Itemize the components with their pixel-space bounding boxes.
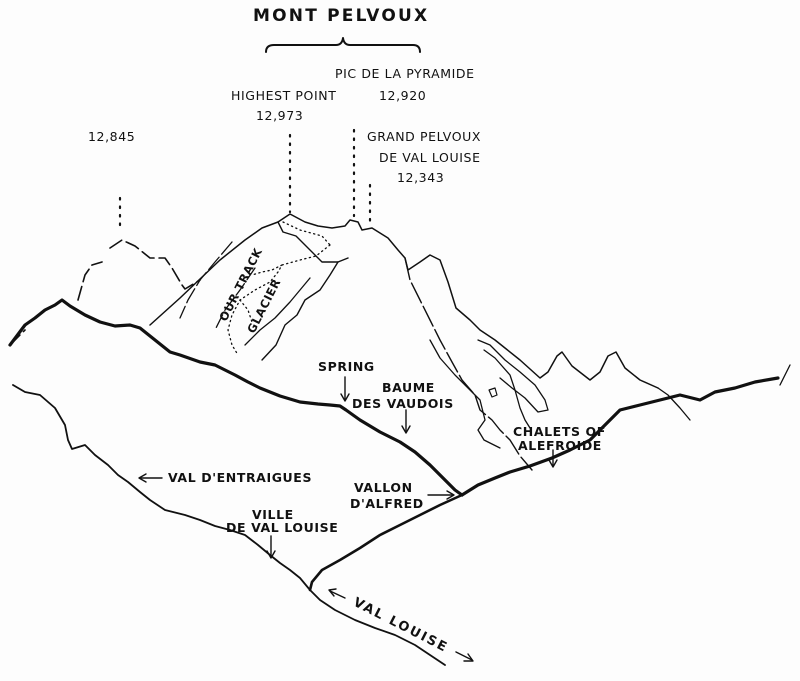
summit-ridge bbox=[149, 213, 659, 389]
east-ridge-far bbox=[657, 387, 691, 421]
vallon-label-line2: D'ALFRED bbox=[350, 496, 424, 511]
label-arrows bbox=[138, 376, 558, 662]
vallon-label-line1: VALLON bbox=[354, 480, 413, 495]
rock-rib-left bbox=[179, 241, 233, 319]
val-entraigues-label: VAL D'ENTRAIGUES bbox=[168, 470, 313, 485]
title-brace bbox=[265, 37, 421, 53]
elevation-west-peak: 12,845 bbox=[88, 129, 136, 144]
foreground-ridge bbox=[8, 298, 464, 497]
glacier-edge-lower bbox=[261, 261, 339, 361]
elevation-grand-pelvoux: 12,343 bbox=[397, 170, 445, 185]
chalets-label-line2: ALEFROIDE bbox=[518, 438, 602, 453]
spring-label: SPRING bbox=[318, 359, 375, 374]
ville-label-line2: DE VAL LOUISE bbox=[226, 520, 339, 535]
diagram-title: MONT PELVOUX bbox=[253, 6, 430, 26]
summit-label-grand-pelvoux-line2: DE VAL LOUISE bbox=[379, 150, 481, 165]
summit-label-grand-pelvoux-line1: GRAND PELVOUX bbox=[367, 129, 482, 144]
baume-label-line2: DES VAUDOIS bbox=[352, 396, 454, 411]
summit-label-highest-point: HIGHEST POINT bbox=[231, 88, 337, 103]
rock-islet bbox=[488, 387, 498, 398]
leader-dots bbox=[118, 128, 372, 234]
east-spur-1 bbox=[429, 339, 501, 449]
ville-label-line1: VILLE bbox=[252, 507, 294, 522]
alefroide-valley-line bbox=[460, 376, 780, 497]
elevation-pic-de-la-pyramide: 12,920 bbox=[379, 88, 427, 103]
left-background-ridge bbox=[9, 239, 201, 346]
chalets-label-line1: CHALETS OF bbox=[513, 424, 606, 439]
rock-rib-left2 bbox=[214, 267, 256, 331]
elevation-highest-point: 12,973 bbox=[256, 108, 304, 123]
east-spur-2 bbox=[477, 339, 549, 413]
glacier-edge-inner bbox=[244, 277, 311, 346]
entraigues-valley-line bbox=[12, 384, 311, 591]
our-track-dots bbox=[227, 221, 331, 356]
east-face-line bbox=[404, 257, 533, 471]
val-louise-downstream bbox=[309, 589, 446, 666]
east-spur-3 bbox=[483, 349, 531, 429]
baume-label-line1: BAUME bbox=[382, 380, 435, 395]
east-ridge-end bbox=[779, 364, 791, 386]
val-louise-valley-line bbox=[308, 493, 464, 592]
summit-label-pic-de-la-pyramide: PIC DE LA PYRAMIDE bbox=[335, 66, 475, 81]
glacier-edge-upper bbox=[277, 221, 349, 263]
